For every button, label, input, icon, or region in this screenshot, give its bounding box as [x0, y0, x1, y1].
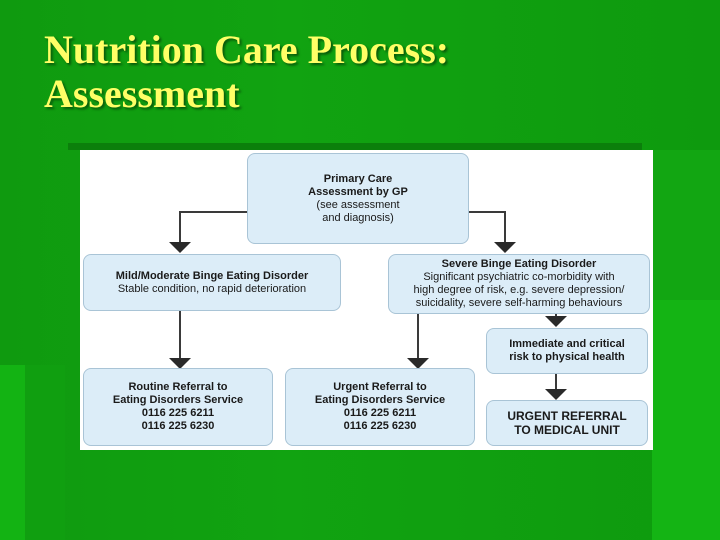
immediate-risk-box: Immediate and critical risk to physical … [486, 328, 648, 374]
box-text: Routine Referral to [128, 381, 228, 393]
box-text: Immediate and critical [509, 338, 625, 350]
medical-unit-box: URGENT REFERRAL TO MEDICAL UNIT [486, 400, 648, 446]
box-text: URGENT REFERRAL [507, 409, 627, 423]
box-text: suicidality, severe self-harming behavio… [415, 297, 623, 309]
box-text: Eating Disorders Service [314, 394, 446, 406]
decorative-strip [652, 300, 720, 540]
connector-line [468, 211, 506, 242]
arrowhead [169, 242, 191, 253]
box-text: Eating Disorders Service [112, 394, 244, 406]
slide-title-line: Assessment [44, 71, 240, 116]
arrowhead [169, 358, 191, 369]
flowchart: Primary Care Assessment by GP (see asses… [80, 150, 653, 450]
box-text: Primary Care [323, 172, 393, 185]
box-text: 0116 225 6230 [141, 420, 215, 432]
box-text: 0116 225 6230 [343, 420, 417, 432]
decorative-strip [25, 365, 65, 540]
slide-title-line: Nutrition Care Process: [44, 27, 450, 72]
connector-line [179, 211, 248, 242]
arrowhead [545, 316, 567, 327]
flowchart-connectors [169, 211, 567, 400]
box-text: 0116 225 6211 [343, 407, 417, 419]
mild-moderate-box: Mild/Moderate Binge Eating Disorder Stab… [83, 254, 341, 311]
decorative-strip [0, 365, 25, 540]
box-text: TO MEDICAL UNIT [514, 423, 620, 437]
arrowhead [407, 358, 429, 369]
box-text: Assessment by GP [308, 185, 408, 198]
box-text: Stable condition, no rapid deterioration [117, 282, 307, 295]
box-text: high degree of risk, e.g. severe depress… [413, 284, 625, 296]
primary-care-box: Primary Care Assessment by GP (see asses… [247, 153, 469, 244]
box-text: (see assessment [316, 198, 400, 211]
box-text: Severe Binge Eating Disorder [441, 258, 597, 270]
box-text: Significant psychiatric co-morbidity wit… [423, 271, 615, 283]
urgent-referral-box: Urgent Referral to Eating Disorders Serv… [285, 368, 475, 446]
routine-referral-box: Routine Referral to Eating Disorders Ser… [83, 368, 273, 446]
box-text: Mild/Moderate Binge Eating Disorder [115, 269, 309, 282]
box-text: Urgent Referral to [333, 381, 427, 393]
slide-title: Nutrition Care Process: Assessment [44, 28, 684, 116]
box-text: and diagnosis) [322, 211, 394, 224]
box-text: risk to physical health [509, 351, 625, 363]
box-text: 0116 225 6211 [141, 407, 215, 419]
decorative-bar [68, 143, 642, 150]
arrowhead [545, 389, 567, 400]
severe-box: Severe Binge Eating Disorder Significant… [388, 254, 650, 314]
arrowhead [494, 242, 516, 253]
